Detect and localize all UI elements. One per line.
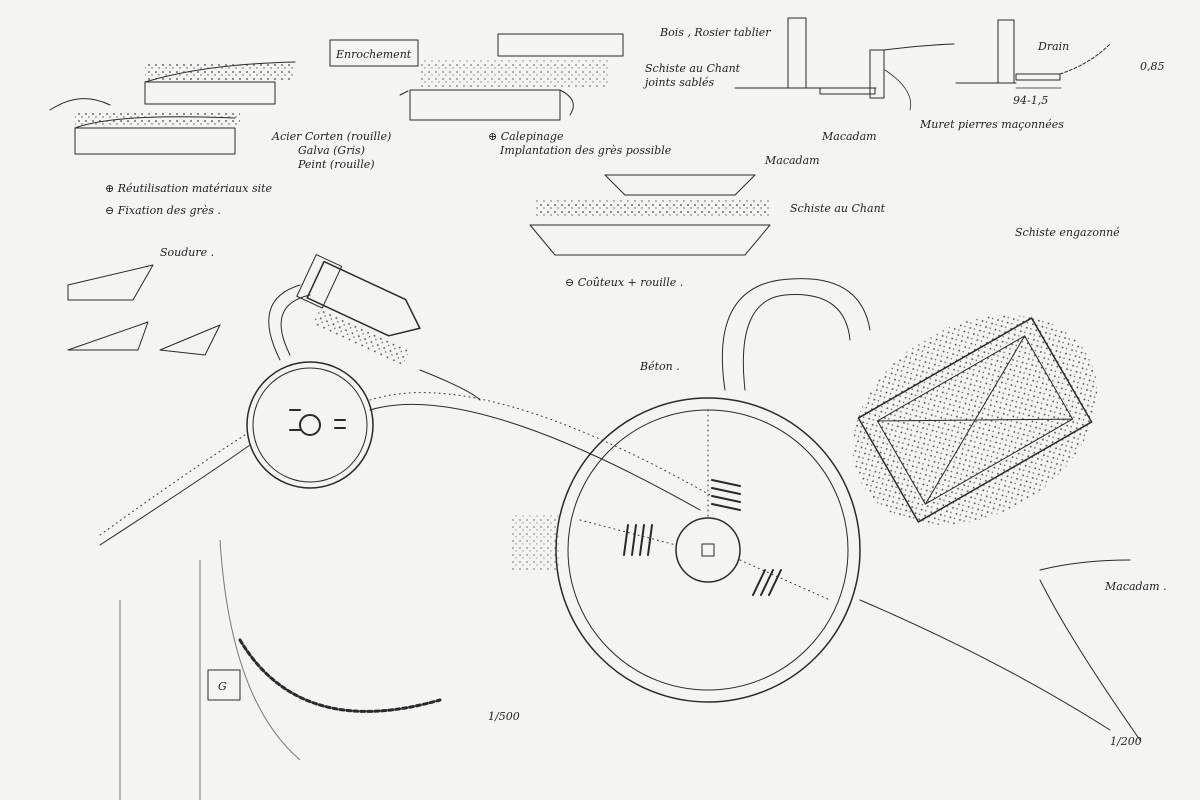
label-bois-rosier: Bois , Rosier tablier [659, 26, 771, 39]
left-building [296, 254, 421, 366]
label-acier-corten: Acier Corten (rouille) [271, 130, 391, 143]
small-circular-plaza [246, 361, 374, 489]
enrochement-box [329, 39, 419, 67]
section-corten-steps [49, 61, 296, 155]
label-drain: Drain [1037, 40, 1069, 53]
label-enrochement: Enrochement [335, 48, 412, 61]
label-scale-500: 1/500 [488, 710, 520, 723]
label-scale-200: 1/200 [1110, 735, 1142, 748]
label-schiste-chant-1: Schiste au Chant [645, 62, 741, 75]
label-fixation: ⊖ Fixation des grès . [105, 204, 221, 217]
label-soudure: Soudure . [160, 246, 214, 259]
label-dim-085: 0,85 [1140, 60, 1165, 73]
label-schiste-chant-2: joints sablés [642, 76, 714, 89]
right-building [852, 315, 1098, 525]
label-beton: Béton . [639, 360, 680, 373]
bottom-left-detail [119, 539, 442, 800]
section-stone-paving [399, 33, 624, 121]
paths [99, 278, 1141, 741]
label-g: G [218, 680, 227, 693]
label-implantation: Implantation des grès possible [499, 144, 672, 157]
label-schiste-chant: Schiste au Chant [790, 202, 886, 215]
label-peint: Peint (rouille) [297, 158, 375, 171]
label-schiste-engazonne: Schiste engazonné [1015, 226, 1120, 239]
label-calepinage: ⊕ Calepinage [488, 130, 564, 143]
label-reutilisation: ⊕ Réutilisation matériaux site [105, 182, 273, 195]
section-walls [734, 17, 1111, 111]
label-couteux: ⊖ Coûteux + rouille . [565, 276, 683, 289]
label-macadam-top: Macadam [821, 130, 877, 143]
label-macadam-mid: Macadam [764, 154, 820, 167]
label-galva: Galva (Gris) [298, 144, 365, 157]
large-circular-plaza [555, 397, 861, 703]
label-dim-94: 94-1,5 [1013, 94, 1048, 107]
label-macadam-right: Macadam . [1104, 580, 1167, 593]
soudure-details [67, 264, 221, 356]
label-muret: Muret pierres maçonnées [919, 118, 1064, 131]
section-schiste-chant [529, 174, 771, 256]
